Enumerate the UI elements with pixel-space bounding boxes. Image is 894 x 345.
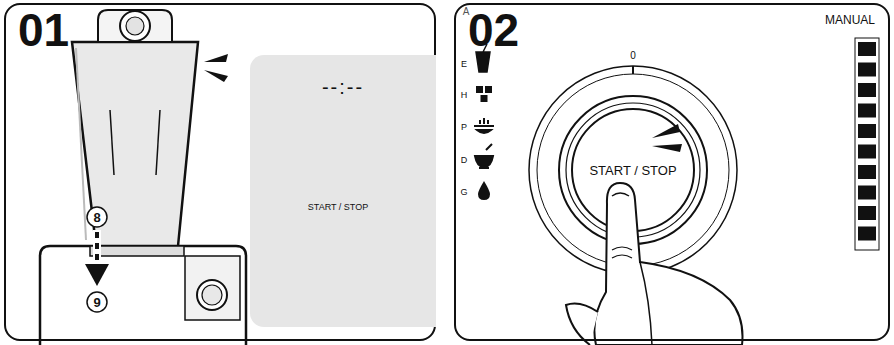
thumb [566,304,598,345]
start-stop-button: START / STOP [286,155,390,259]
callout-number: 9 [93,296,100,309]
dial-zero: 0 [630,51,636,61]
jar-rib [110,110,114,175]
step-panel: 01 --:-- START / STOP [4,3,436,341]
control-knob-center [202,285,222,305]
start-stop-dial: START / STOP [573,110,693,230]
mode-letter: E [461,60,467,69]
jar-lid [98,10,172,42]
callout-number: 8 [93,211,100,224]
level-segment [858,104,876,118]
level-segment [858,124,876,138]
level-frame [855,38,879,250]
finger-nail [612,193,629,196]
lid-cap-center [126,17,144,35]
soup-icon [474,118,494,133]
mode-letter: A [463,7,470,17]
button-label: START / STOP [308,203,368,212]
ice-icon [485,86,492,93]
mortar-icon [475,144,493,168]
click-mark [204,70,228,82]
level-segment [858,83,876,97]
blender-base [40,246,246,345]
ice-icon [476,86,483,93]
arrow-shaft [95,232,99,260]
control-panel [185,256,240,320]
callout-circle [87,292,107,312]
lid-cap [120,11,150,41]
press-mark [652,144,682,152]
step-number: 02 [468,7,519,53]
level-segments [858,42,876,241]
mode-letter: H [461,91,468,100]
blender-jar [72,42,198,246]
jar-collar [90,246,184,256]
display-readout: --:-- [322,77,364,97]
level-segment [858,165,876,179]
mode-name: MANUAL [825,14,875,26]
callout-circle [87,207,107,227]
step-panel: 02START / STOP [454,3,890,341]
ice-icon [481,95,488,102]
level-segment [858,145,876,159]
click-mark [204,54,228,62]
mode-letter: P [461,123,467,132]
level-segment [858,63,876,77]
jar-rib [156,110,160,175]
arrow-head [85,264,109,286]
arrow-shaft-bg [93,230,101,262]
hand [594,183,742,345]
level-segment [858,42,876,56]
dial-tick [632,66,634,74]
level-segment [858,206,876,220]
jar-highlight [76,48,86,240]
finger-crease [612,247,632,258]
press-mark [652,124,680,138]
drop-icon [478,181,490,200]
level-segment [858,227,876,241]
mode-letter: G [460,188,467,197]
mode-letter: D [461,156,468,165]
level-segment [858,186,876,200]
step-number: 01 [18,7,69,53]
control-knob [197,280,227,310]
display-inset: --:-- START / STOP [250,55,436,327]
finger-outline [640,262,652,345]
button-label: START / STOP [589,164,676,177]
